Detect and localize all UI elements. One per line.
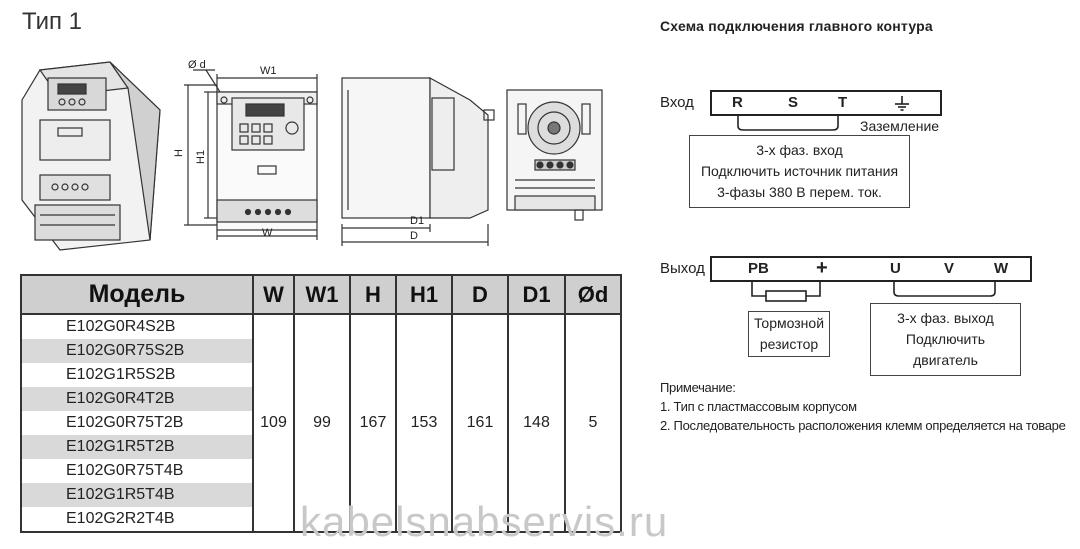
table-row: E102G0R75S2B [20,339,621,363]
bottom-view [506,89,603,221]
value-d1: 148 [507,314,566,533]
value-h1: 153 [395,314,453,533]
output-terminal-block: PB + U V W [710,256,1032,282]
header-w1: W1 [293,274,351,315]
dimension-drawings: Ø d W1 W H H1 D1 D [21,59,603,251]
table-row: E102G0R4T2B [20,387,621,411]
table-row: E102G0R75T4B [20,459,621,483]
header-h: H [349,274,397,315]
model-cell: E102G0R75S2B [20,339,254,363]
table-row: E102G0R4S2B 109 99 167 153 161 148 5 [20,314,622,533]
motor-bracket [893,282,996,297]
terminal-w: W [994,260,1009,277]
motor-note-line: двигатель [913,352,978,368]
terminal-s: S [788,94,799,111]
side-view [341,76,495,246]
table-row: E102G1R5T2B [20,435,621,459]
terminal-pb: PB [748,260,769,277]
input-note-line: 3-фазы 380 В перем. ток. [717,184,882,200]
table-row: E102G1R5S2B [20,363,621,387]
header-od: Ød [564,274,622,315]
terminal-plus: + [816,257,828,279]
input-note-line: Подключить источник питания [700,163,899,179]
dim-h-label: H [173,149,185,157]
model-cell: E102G0R4S2B [20,314,254,339]
spec-table: Модель W W1 H H1 D D1 Ød E102G0R4S2B 109… [20,274,622,533]
value-h: 167 [349,314,397,533]
header-d: D [451,274,509,315]
brake-note-line: Тормозной [753,315,825,331]
table-header-row: Модель W W1 H H1 D D1 Ød [20,274,622,315]
isometric-view [21,61,161,251]
circuit-title: Схема подключения главного контура [660,18,933,34]
dim-h1-label: H1 [195,150,207,164]
value-od: 5 [564,314,622,533]
front-view [184,69,318,240]
model-cell: E102G1R5T2B [20,435,254,459]
table-row: E102G1R5T4B [20,483,621,507]
table-row: E102G0R75T2B [20,411,621,435]
header-model: Модель [20,274,254,315]
watermark: kabelsnabservis.ru [300,498,669,545]
ground-label: Заземление [860,118,940,134]
brake-note-line: резистор [759,336,819,352]
dim-w1-label: W1 [260,65,277,77]
input-label: Вход [660,94,694,111]
motor-note-box: 3-х фаз. выход Подключить двигатель [870,303,1021,376]
notes-title: Примечание: [660,380,736,395]
input-terminal-block: R S T [710,90,942,116]
model-cell: E102G2R2T4B [20,507,254,533]
notes: Примечание: 1. Тип с пластмассовым корпу… [660,378,1066,435]
brake-resistor-symbol [751,282,821,302]
value-w1: 99 [293,314,351,533]
table-row: E102G2R2T4B [20,507,621,533]
model-cell: E102G1R5T4B [20,483,254,507]
ground-icon [895,96,909,111]
value-d: 161 [451,314,509,533]
input-bracket [737,116,839,131]
model-cell: E102G0R75T4B [20,459,254,483]
input-note-line: 3-х фаз. вход [756,142,843,158]
input-note-box: 3-х фаз. вход Подключить источник питани… [689,135,910,208]
output-label: Выход [660,260,705,277]
motor-note-line: 3-х фаз. выход [897,310,994,326]
dim-d-label: D [410,230,418,242]
model-cell: E102G1R5S2B [20,363,254,387]
terminal-v: V [944,260,955,277]
brake-note-box: Тормозной резистор [748,311,830,357]
terminal-r: R [732,94,743,111]
model-cell: E102G0R75T2B [20,411,254,435]
dim-d1-label: D1 [410,215,424,227]
model-cell: E102G0R4T2B [20,387,254,411]
terminal-t: T [838,94,848,111]
page-title: Тип 1 [22,8,83,35]
dim-w-label: W [262,227,273,239]
header-w: W [252,274,295,315]
header-h1: H1 [395,274,453,315]
note-item: 1. Тип с пластмассовым корпусом [660,399,857,414]
value-w: 109 [252,314,295,533]
terminal-u: U [890,260,901,277]
header-d1: D1 [507,274,566,315]
note-item: 2. Последовательность расположения клемм… [660,418,1066,433]
motor-note-line: Подключить [905,331,986,347]
dim-od-label: Ø d [188,59,206,71]
